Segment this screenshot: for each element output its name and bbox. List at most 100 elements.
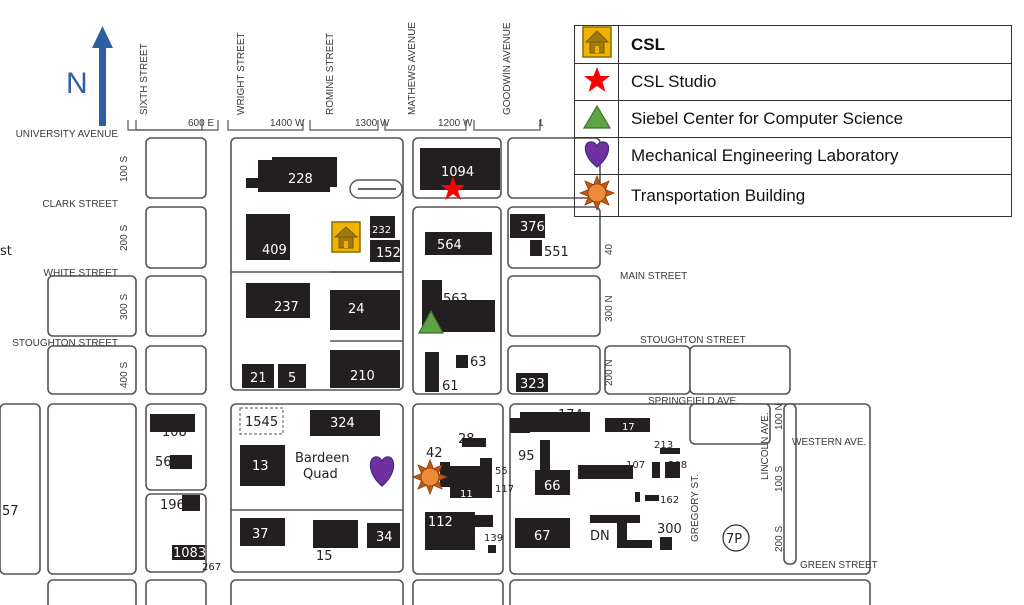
parking-7p bbox=[722, 524, 750, 552]
building-label: 174 bbox=[558, 408, 583, 423]
building-67 bbox=[515, 518, 570, 548]
building-shape bbox=[578, 465, 633, 479]
building-551 bbox=[530, 240, 542, 256]
building-shape bbox=[330, 290, 400, 330]
map-legend: CSL CSL Studio Siebel Center for Compute… bbox=[574, 25, 1012, 217]
building-162 bbox=[635, 492, 659, 502]
building-228 bbox=[246, 157, 337, 192]
city-block bbox=[47, 579, 137, 605]
building-label: 117 bbox=[495, 484, 514, 495]
street-label: 1300 W bbox=[355, 118, 390, 129]
building-376 bbox=[510, 214, 545, 238]
building-label: 5 bbox=[288, 371, 296, 386]
building-shape bbox=[590, 515, 640, 523]
building-107 bbox=[578, 465, 633, 479]
building-shape bbox=[635, 492, 640, 502]
street-label: STOUGHTON STREET bbox=[640, 335, 746, 346]
building-label: 13 bbox=[252, 459, 269, 474]
building-label: 7P bbox=[726, 532, 742, 547]
building-label: 196 bbox=[160, 498, 185, 513]
city-block bbox=[47, 345, 137, 395]
building-24 bbox=[330, 290, 400, 330]
building-shape bbox=[367, 523, 400, 548]
street-label: 200 S bbox=[119, 225, 130, 251]
legend-label: CSL Studio bbox=[618, 63, 1012, 101]
building-label: 17 bbox=[622, 422, 635, 433]
building-label: 28 bbox=[458, 432, 475, 447]
legend-row-mechanical-engineering: Mechanical Engineering Laboratory bbox=[574, 137, 1012, 175]
street-label: STOUGHTON STREET bbox=[12, 338, 118, 349]
building-label: 56 bbox=[155, 455, 172, 470]
building-label: 1545 bbox=[245, 415, 278, 430]
building-210 bbox=[330, 350, 400, 388]
street-label: GREGORY ST. bbox=[690, 474, 701, 542]
building-48 bbox=[458, 515, 493, 527]
building-label: 300 bbox=[657, 522, 682, 537]
quad-label: Quad bbox=[303, 467, 338, 482]
building-shape bbox=[530, 240, 542, 256]
parking-circle bbox=[722, 524, 750, 552]
building-shape bbox=[240, 518, 285, 546]
building-shape bbox=[617, 540, 652, 548]
building-shape bbox=[605, 418, 650, 432]
north-label: N bbox=[66, 67, 88, 100]
city-block bbox=[145, 579, 207, 605]
city-block bbox=[412, 579, 504, 605]
street-label: 100 S bbox=[774, 466, 785, 492]
building-label: 323 bbox=[520, 377, 545, 392]
street-label: WRIGHT STREET bbox=[236, 32, 247, 115]
building-shape bbox=[425, 352, 439, 392]
building-42 bbox=[440, 462, 450, 487]
building-shape bbox=[510, 214, 545, 238]
building-1094 bbox=[420, 148, 500, 190]
transportation-sun-icon[interactable] bbox=[411, 458, 449, 496]
address-bracket bbox=[309, 120, 379, 131]
sun-disc bbox=[587, 183, 606, 203]
building-shape bbox=[516, 373, 548, 392]
building-56 bbox=[170, 455, 192, 469]
city-block bbox=[47, 275, 137, 337]
street-label: GOODWIN AVENUE bbox=[502, 22, 513, 115]
building-shape bbox=[170, 455, 192, 469]
triangle-icon bbox=[582, 104, 611, 129]
building-label: DN bbox=[590, 529, 610, 544]
building-shape bbox=[370, 216, 395, 238]
building-213 bbox=[660, 448, 680, 454]
city-block bbox=[689, 345, 791, 395]
building-shape bbox=[242, 364, 274, 388]
building-108 bbox=[150, 414, 195, 432]
building-label: 1083 bbox=[173, 546, 206, 561]
street-label: GREEN STREET bbox=[800, 560, 878, 571]
building-shape bbox=[246, 178, 286, 188]
mechanical-engineering-heart-icon[interactable] bbox=[369, 456, 395, 487]
csl-house-marker-icon[interactable] bbox=[331, 221, 361, 253]
building-label: 48 bbox=[463, 524, 476, 535]
city-block bbox=[145, 275, 207, 337]
building-label: 63 bbox=[470, 355, 487, 370]
city-block bbox=[145, 137, 207, 199]
building-shape bbox=[520, 412, 590, 432]
building-label: 232 bbox=[372, 225, 391, 236]
building-shape bbox=[425, 232, 492, 255]
building-shape bbox=[480, 458, 492, 498]
building-63 bbox=[456, 355, 468, 368]
csl-studio-star-icon[interactable] bbox=[441, 176, 465, 200]
building-152 bbox=[370, 240, 400, 262]
building-shape bbox=[420, 148, 500, 190]
building-shape bbox=[645, 495, 659, 501]
building-300 bbox=[660, 537, 672, 550]
street-label: 400 S bbox=[119, 362, 130, 388]
city-block bbox=[604, 345, 691, 395]
street-label: MAIN STREET bbox=[620, 271, 687, 282]
building-label: 208 bbox=[668, 460, 687, 471]
legend-row-siebel: Siebel Center for Computer Science bbox=[574, 100, 1012, 138]
siebel-triangle-icon[interactable] bbox=[417, 309, 445, 334]
street-label: st bbox=[0, 244, 12, 259]
building-label: 564 bbox=[437, 238, 462, 253]
street-label: 57 bbox=[2, 504, 19, 519]
building-shape bbox=[262, 300, 310, 318]
building-17 bbox=[605, 418, 650, 432]
city-block bbox=[47, 403, 137, 575]
